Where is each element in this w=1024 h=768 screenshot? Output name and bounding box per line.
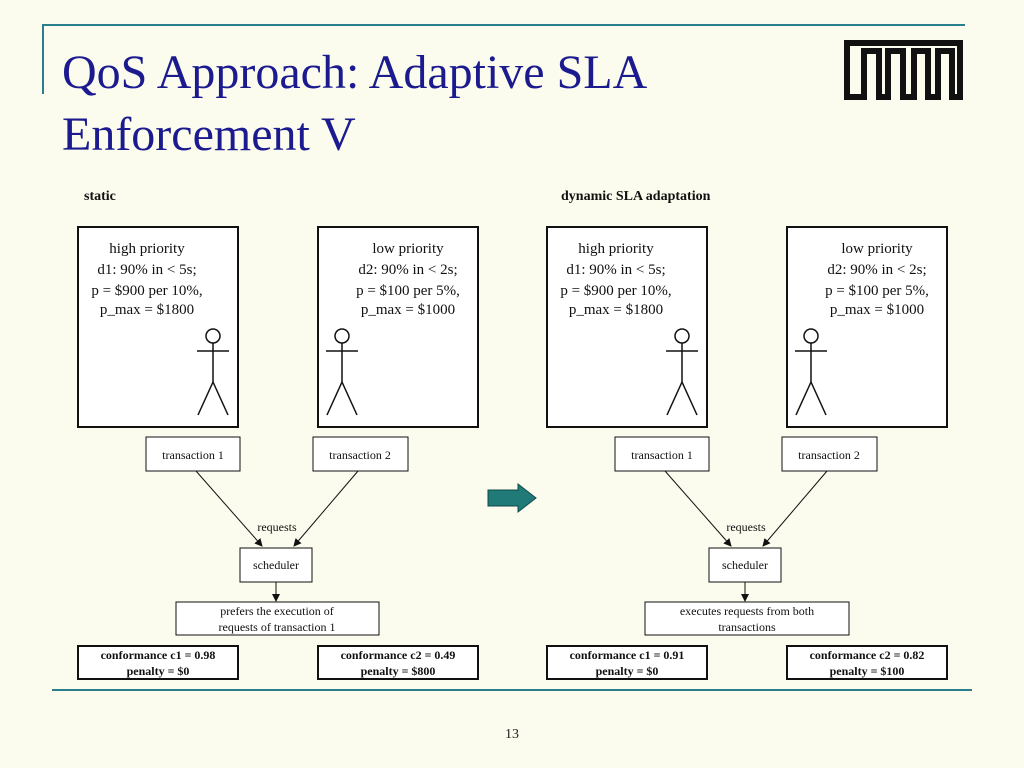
static-result-line2: requests of transaction 1: [219, 620, 336, 634]
page-number: 13: [505, 727, 519, 742]
dynamic-c1-penalty: penalty = $0: [596, 664, 659, 678]
static-transaction-1-label: transaction 1: [162, 448, 224, 462]
static-low-line1: low priority: [372, 241, 444, 257]
left-rule: [42, 24, 44, 94]
slide-title: QoS Approach: Adaptive SLA Enforcement V: [62, 42, 802, 166]
bottom-rule: [52, 689, 972, 691]
arrow-transaction2-to-scheduler: [762, 470, 828, 547]
top-rule: [42, 24, 965, 26]
dynamic-transaction-1-label: transaction 1: [631, 448, 693, 462]
title-line-1: QoS Approach: Adaptive SLA: [62, 46, 648, 99]
title-line-2: Enforcement V: [62, 108, 356, 161]
static-high-priority-box: high priority d1: 90% in < 5s; p = $900 …: [77, 226, 239, 428]
static-high-line3: p = $900 per 10%,: [91, 283, 202, 299]
dynamic-conformance-c1: conformance c1 = 0.91 penalty = $0: [546, 645, 708, 680]
transition-arrow-icon: [487, 482, 537, 514]
arrow-transaction2-to-scheduler: [293, 470, 359, 547]
static-low-line2: d2: 90% in < 2s;: [358, 262, 457, 278]
dynamic-transaction-1: transaction 1: [614, 436, 710, 472]
static-low-line4: p_max = $1000: [361, 302, 455, 318]
dynamic-transaction-2: transaction 2: [781, 436, 878, 472]
dynamic-low-priority-box: low priority d2: 90% in < 2s; p = $100 p…: [786, 226, 948, 428]
dynamic-requests-label: requests: [726, 520, 766, 534]
static-c1-penalty: penalty = $0: [127, 664, 190, 678]
static-result-line1: prefers the execution of: [220, 604, 334, 618]
static-conformance-c1: conformance c1 = 0.98 penalty = $0: [77, 645, 239, 680]
static-panel: static high priority d1: 90% in < 5s; p …: [77, 189, 479, 680]
dynamic-heading: dynamic SLA adaptation: [561, 189, 711, 204]
dynamic-result-line1: executes requests from both: [680, 604, 814, 618]
static-heading: static: [84, 189, 116, 204]
static-transaction-1: transaction 1: [145, 436, 241, 472]
dynamic-high-line1: high priority: [578, 241, 654, 257]
static-result-box: prefers the execution of requests of tra…: [175, 601, 380, 636]
dynamic-conformance-c2: conformance c2 = 0.82 penalty = $100: [786, 645, 948, 680]
dynamic-c2-penalty: penalty = $100: [830, 664, 905, 678]
dynamic-c1-conformance: conformance c1 = 0.91: [570, 648, 685, 662]
dynamic-transaction-2-label: transaction 2: [798, 448, 860, 462]
dynamic-high-line2: d1: 90% in < 5s;: [566, 262, 665, 278]
static-requests-label: requests: [257, 520, 297, 534]
static-c2-penalty: penalty = $800: [361, 664, 436, 678]
dynamic-scheduler: scheduler: [708, 547, 782, 583]
stick-figure-icon: [795, 328, 827, 416]
dynamic-low-line3: p = $100 per 5%,: [825, 283, 929, 299]
dynamic-high-line3: p = $900 per 10%,: [560, 283, 671, 299]
dynamic-low-line4: p_max = $1000: [830, 302, 924, 318]
stick-figure-icon: [326, 328, 358, 416]
static-conformance-c2: conformance c2 = 0.49 penalty = $800: [317, 645, 479, 680]
stick-figure-icon: [197, 328, 229, 416]
static-transaction-2: transaction 2: [312, 436, 409, 472]
stick-figure-icon: [666, 328, 698, 416]
static-low-line3: p = $100 per 5%,: [356, 283, 460, 299]
static-high-line2: d1: 90% in < 5s;: [97, 262, 196, 278]
arrow-transaction1-to-scheduler: [664, 470, 732, 547]
dynamic-low-line1: low priority: [841, 241, 913, 257]
tum-logo: [844, 40, 963, 100]
static-c2-conformance: conformance c2 = 0.49: [341, 648, 456, 662]
static-high-line4: p_max = $1800: [100, 302, 194, 318]
arrow-transaction1-to-scheduler: [195, 470, 263, 547]
dynamic-high-priority-box: high priority d1: 90% in < 5s; p = $900 …: [546, 226, 708, 428]
dynamic-scheduler-label: scheduler: [722, 558, 768, 572]
static-scheduler: scheduler: [239, 547, 313, 583]
static-high-line1: high priority: [109, 241, 185, 257]
dynamic-c2-conformance: conformance c2 = 0.82: [810, 648, 925, 662]
static-c1-conformance: conformance c1 = 0.98: [101, 648, 216, 662]
static-low-priority-box: low priority d2: 90% in < 2s; p = $100 p…: [317, 226, 479, 428]
dynamic-result-box: executes requests from both transactions: [644, 601, 850, 636]
static-scheduler-label: scheduler: [253, 558, 299, 572]
dynamic-high-line4: p_max = $1800: [569, 302, 663, 318]
static-transaction-2-label: transaction 2: [329, 448, 391, 462]
dynamic-panel: dynamic SLA adaptation high priority d1:…: [546, 189, 948, 680]
dynamic-result-line2: transactions: [718, 620, 776, 634]
dynamic-low-line2: d2: 90% in < 2s;: [827, 262, 926, 278]
